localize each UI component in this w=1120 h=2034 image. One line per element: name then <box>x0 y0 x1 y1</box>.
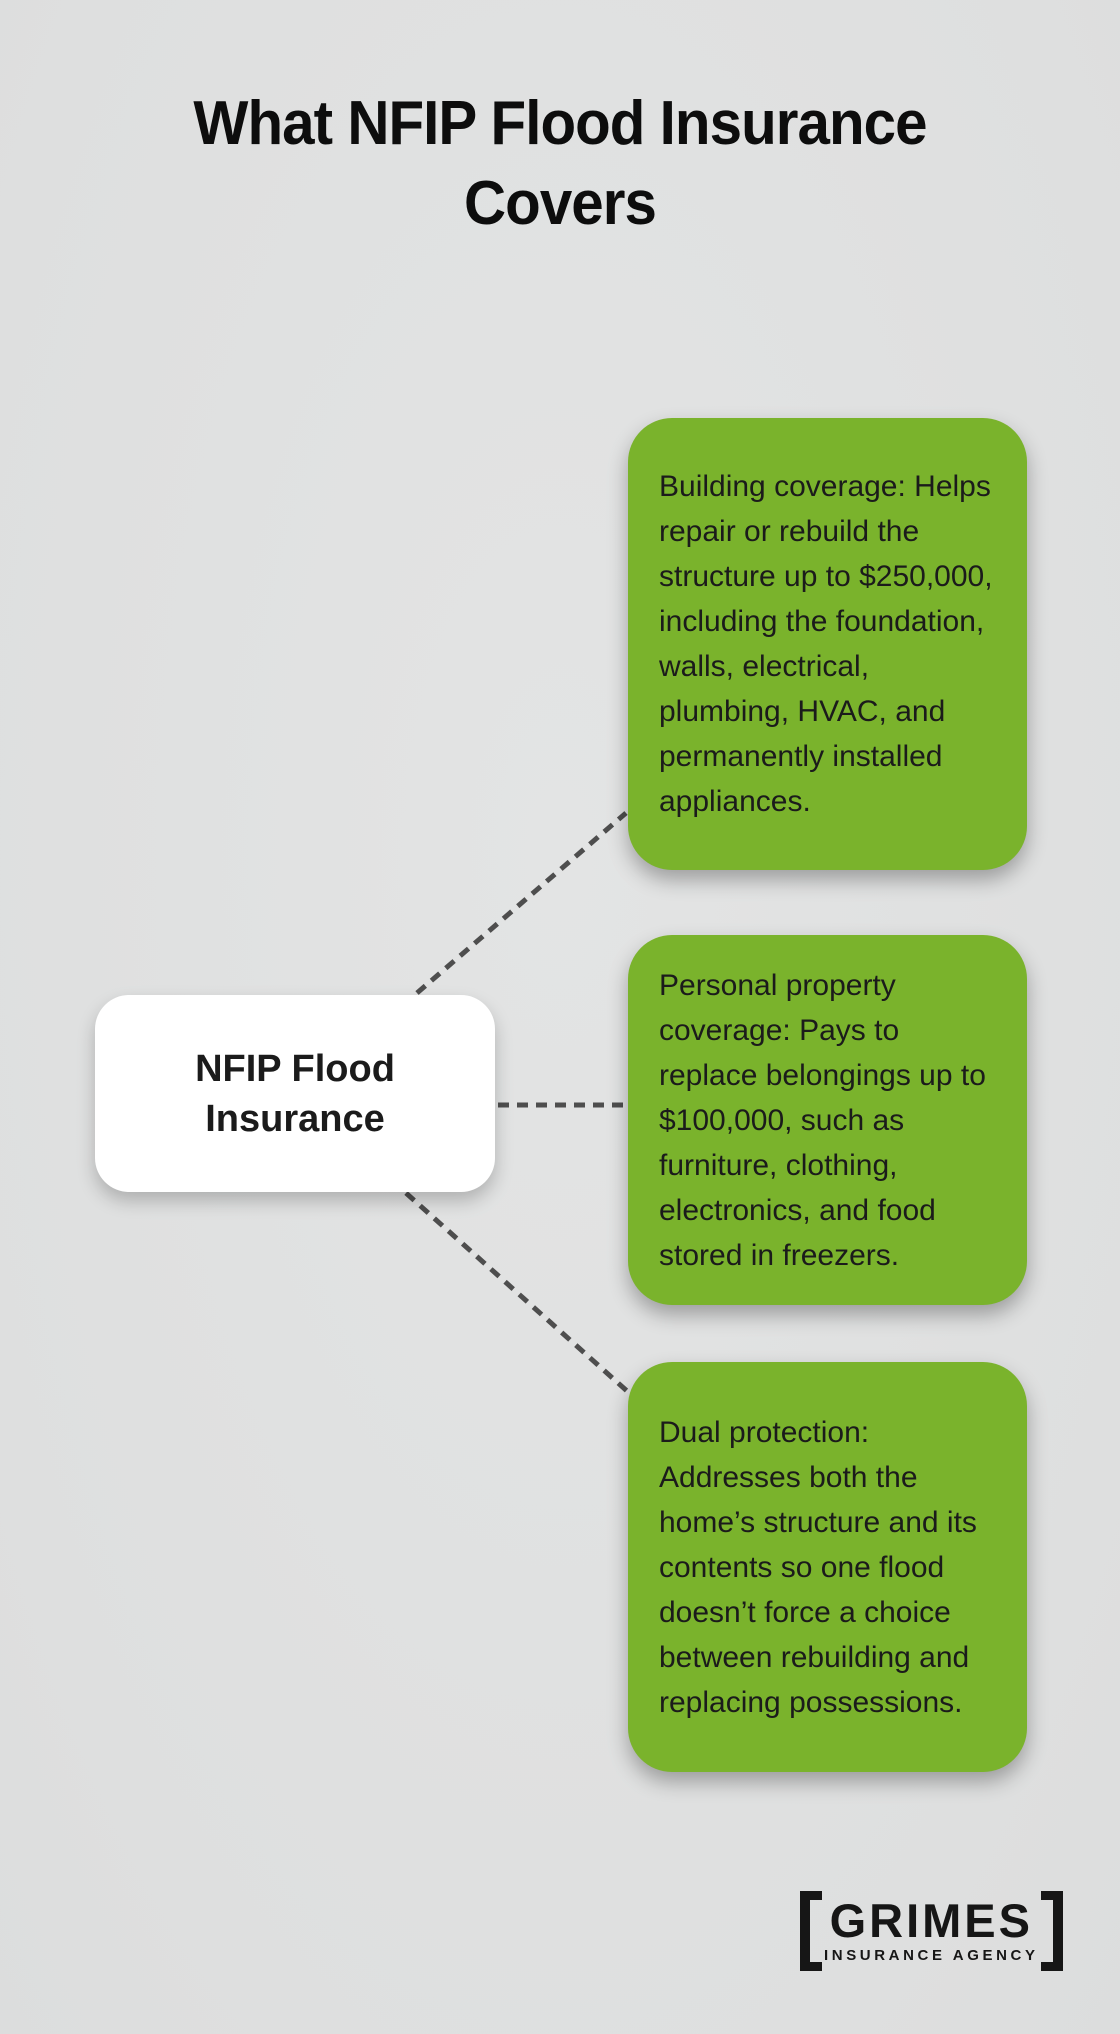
branch-text: Personal property coverage: Pays to repl… <box>659 968 986 1272</box>
logo-name: GRIMES <box>829 1894 1033 1947</box>
grimes-insurance-agency-logo: GRIMES INSURANCE AGENCY <box>800 1891 1063 1971</box>
logo-text: GRIMES INSURANCE AGENCY <box>822 1891 1041 1971</box>
logo-left-bracket-icon <box>800 1891 822 1971</box>
branch-box-dual-protection: Dual protection: Addresses both the home… <box>628 1362 1027 1772</box>
logo-subtitle: INSURANCE AGENCY <box>824 1947 1039 1964</box>
center-node-nfip-flood-insurance: NFIP Flood Insurance <box>95 995 495 1192</box>
connector-line-top <box>415 811 628 995</box>
center-node-label: NFIP Flood Insurance <box>195 1047 395 1140</box>
page-title-line2: Covers <box>464 169 657 238</box>
connector-line-bottom <box>404 1191 629 1393</box>
branch-box-personal-property-coverage: Personal property coverage: Pays to repl… <box>628 935 1027 1305</box>
page-title-line1: What NFIP Flood Insurance <box>193 89 927 158</box>
branch-text: Dual protection: Addresses both the home… <box>659 1415 977 1719</box>
logo-right-bracket-icon <box>1040 1891 1063 1971</box>
branch-text: Building coverage: Helps repair or rebui… <box>659 470 993 818</box>
branch-box-building-coverage: Building coverage: Helps repair or rebui… <box>628 418 1027 870</box>
